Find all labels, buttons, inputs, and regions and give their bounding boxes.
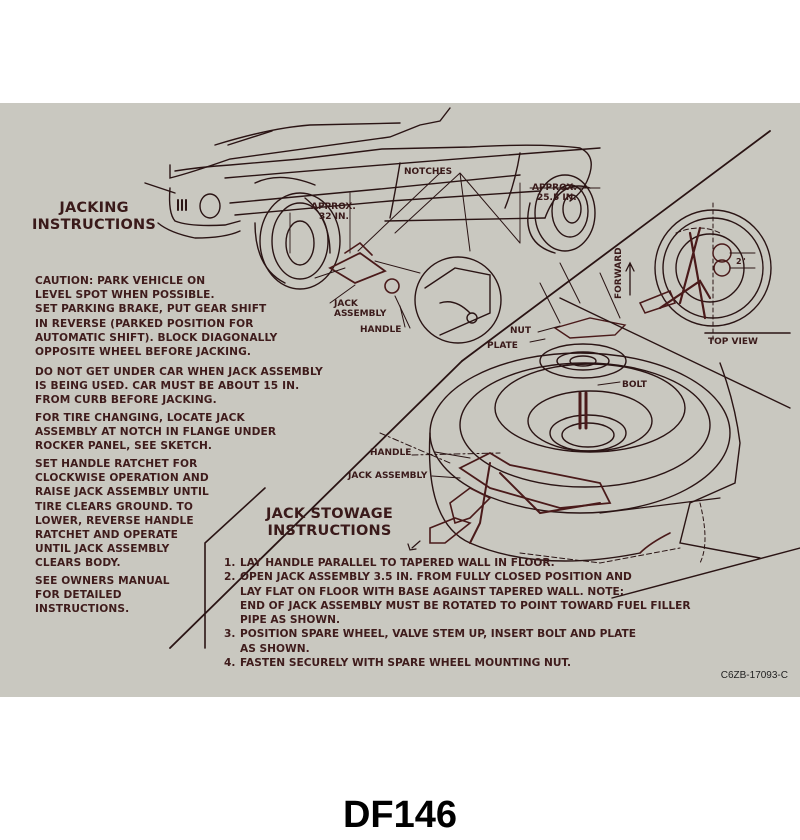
two-inch-dimension-label: 2"	[736, 257, 746, 266]
step-text: AS SHOWN.	[240, 642, 310, 655]
jacking-title-line1: JACKING	[59, 200, 129, 216]
line-art-illustration	[144, 107, 800, 649]
stowage-title-line1: JACK STOWAGE	[266, 506, 393, 522]
label-line: APPROX.	[532, 183, 577, 193]
text-line: FROM CURB BEFORE JACKING.	[35, 394, 217, 407]
jacking-title-line2: INSTRUCTIONS	[32, 217, 157, 233]
part-number: C6ZB-17093-C	[720, 670, 788, 681]
step-text: OPEN JACK ASSEMBLY 3.5 IN. FROM FULLY CL…	[240, 571, 632, 584]
handle-label-bottom: HANDLE	[370, 448, 412, 458]
label-line: 32 IN.	[319, 212, 349, 222]
text-line: SET PARKING BRAKE, PUT GEAR SHIFT	[35, 303, 267, 316]
text-line: ROCKER PANEL, SEE SKETCH.	[35, 440, 213, 453]
forward-label: FORWARD	[614, 247, 624, 299]
label-line: JACK	[334, 299, 358, 309]
jack-assembly-label-top: JACK ASSEMBLY	[334, 299, 386, 319]
bolt-label: BOLT	[622, 380, 647, 390]
nut-label: NUT	[510, 326, 531, 336]
text-line: IN REVERSE (PARKED POSITION FOR	[35, 317, 254, 330]
step-number: 4.	[224, 657, 236, 670]
divider-line-lower	[204, 487, 266, 649]
product-code-caption: DF146	[342, 794, 458, 836]
divider-line-upper	[461, 130, 771, 362]
step-number: 1.	[224, 557, 236, 569]
text-line: INSTRUCTIONS.	[35, 603, 130, 616]
text-line: UNTIL JACK ASSEMBLY	[35, 543, 170, 556]
step-text: LAY HANDLE PARALLEL TO TAPERED WALL IN F…	[240, 557, 555, 569]
text-line: ASSEMBLY AT NOTCH IN FLANGE UNDER	[35, 426, 277, 439]
jack-stowage-title: JACK STOWAGE INSTRUCTIONS	[266, 506, 393, 540]
step-text: END OF JACK ASSEMBLY MUST BE ROTATED TO …	[240, 599, 691, 612]
text-line: SEE OWNERS MANUAL	[35, 575, 170, 587]
text-line: LOWER, REVERSE HANDLE	[35, 514, 194, 527]
jacking-warning-paragraph: DO NOT GET UNDER CAR WHEN JACK ASSEMBLY …	[35, 365, 323, 408]
stowage-step-2: 2. OPEN JACK ASSEMBLY 3.5 IN. FROM FULLY…	[224, 570, 690, 627]
text-line: OPPOSITE WHEEL BEFORE JACKING.	[35, 346, 252, 359]
text-line: SET HANDLE RATCHET FOR	[35, 458, 198, 470]
text-line: RAISE JACK ASSEMBLY UNTIL	[35, 486, 209, 499]
handle-label-top: HANDLE	[360, 325, 402, 335]
stowage-title-line2: INSTRUCTIONS	[267, 523, 392, 539]
text-line: AUTOMATIC SHIFT). BLOCK DIAGONALLY	[35, 331, 278, 344]
step-text: FASTEN SECURELY WITH SPARE WHEEL MOUNTIN…	[240, 657, 572, 670]
text-line: DO NOT GET UNDER CAR WHEN JACK ASSEMBLY	[35, 366, 323, 378]
jacking-tire-changing-paragraph: FOR TIRE CHANGING, LOCATE JACK ASSEMBLY …	[35, 411, 276, 454]
text-line: CLEARS BODY.	[35, 557, 121, 570]
stowage-steps-list: 1. LAY HANDLE PARALLEL TO TAPERED WALL I…	[224, 556, 690, 670]
text-line: FOR DETAILED	[35, 589, 122, 602]
text-line: TIRE CLEARS GROUND. TO	[35, 500, 193, 513]
step-number: 2.	[224, 571, 236, 584]
stowage-step-3: 3. POSITION SPARE WHEEL, VALVE STEM UP, …	[224, 627, 690, 656]
text-line: CLOCKWISE OPERATION AND	[35, 472, 209, 485]
jacking-caution-paragraph: CAUTION: PARK VEHICLE ON LEVEL SPOT WHEN…	[35, 274, 277, 359]
text-line: FOR TIRE CHANGING, LOCATE JACK	[35, 412, 245, 424]
jacking-owners-manual-paragraph: SEE OWNERS MANUAL FOR DETAILED INSTRUCTI…	[35, 574, 170, 617]
jacking-instructions-title: JACKING INSTRUCTIONS	[32, 200, 156, 234]
text-line: LEVEL SPOT WHEN POSSIBLE.	[35, 289, 215, 302]
approx-32in-label: APPROX. 32 IN.	[311, 202, 356, 222]
step-text: POSITION SPARE WHEEL, VALVE STEM UP, INS…	[240, 628, 636, 641]
text-line: CAUTION: PARK VEHICLE ON	[35, 275, 206, 287]
stowage-step-1: 1. LAY HANDLE PARALLEL TO TAPERED WALL I…	[224, 556, 690, 570]
text-line: IS BEING USED. CAR MUST BE ABOUT 15 IN.	[35, 380, 300, 393]
plate-label: PLATE	[487, 341, 518, 351]
jacking-instructions-decal: JACKING INSTRUCTIONS CAUTION: PARK VEHIC…	[0, 103, 800, 697]
step-text: LAY FLAT ON FLOOR WITH BASE AGAINST TAPE…	[240, 585, 624, 598]
approx-25-5in-label: APPROX. 25.5 IN.	[532, 183, 577, 203]
label-line: 25.5 IN.	[537, 193, 577, 203]
jacking-ratchet-paragraph: SET HANDLE RATCHET FOR CLOCKWISE OPERATI…	[35, 457, 209, 571]
notches-label: NOTCHES	[404, 167, 453, 177]
label-line: APPROX.	[311, 202, 356, 212]
stowage-step-4: 4. FASTEN SECURELY WITH SPARE WHEEL MOUN…	[224, 656, 690, 670]
text-line: RATCHET AND OPERATE	[35, 529, 179, 542]
jack-assembly-label-bottom: JACK ASSEMBLY	[348, 471, 428, 481]
step-text: PIPE AS SHOWN.	[240, 614, 340, 627]
top-view-label: TOP VIEW	[708, 337, 758, 347]
step-number: 3.	[224, 628, 236, 641]
label-line: ASSEMBLY	[334, 309, 387, 319]
